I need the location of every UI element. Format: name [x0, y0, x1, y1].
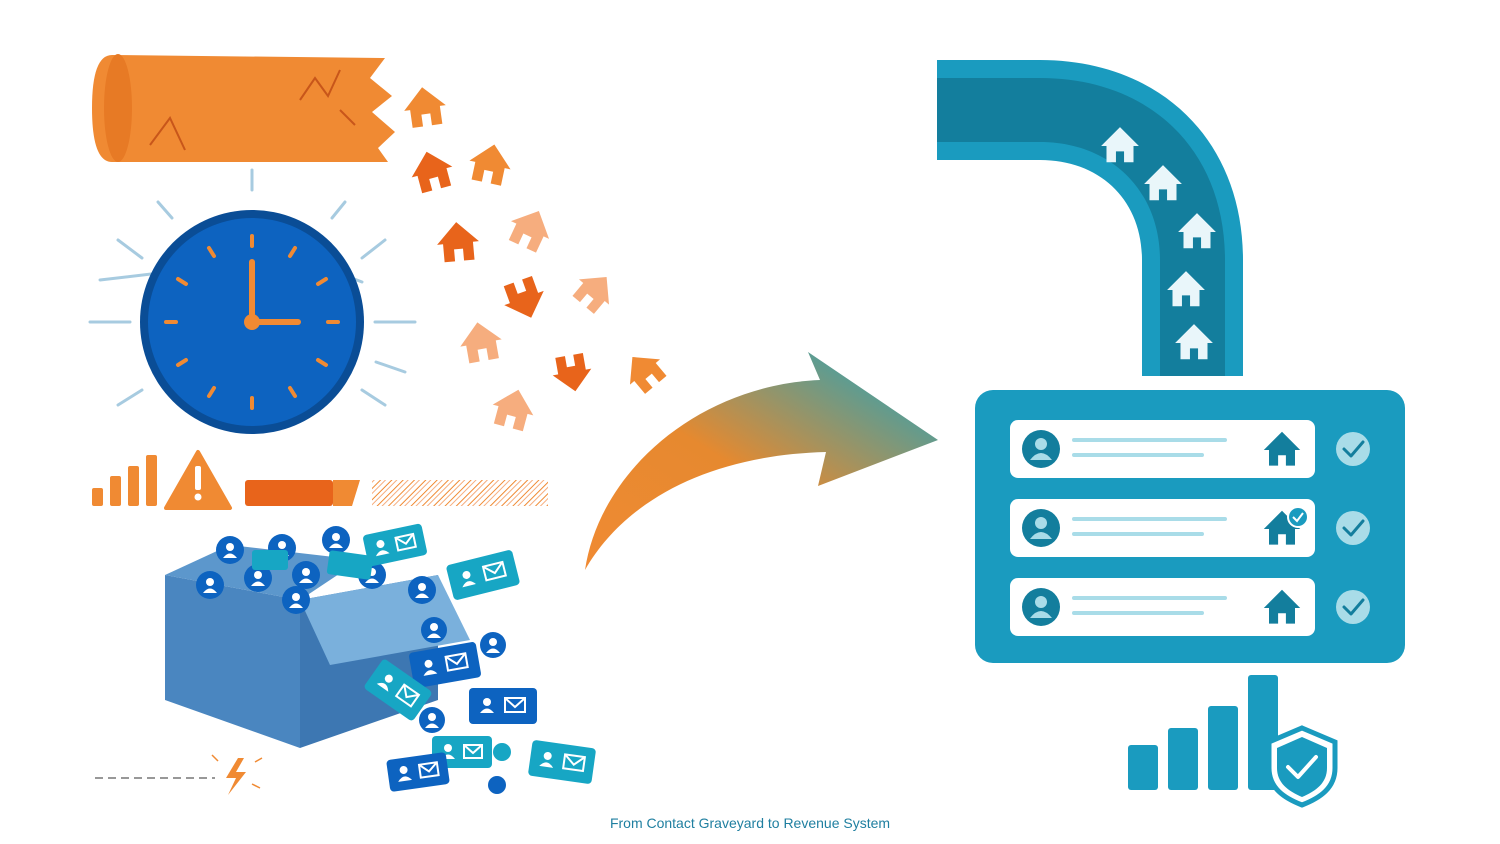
- scattered-house-icon: [401, 84, 671, 433]
- row-text-line: [1072, 438, 1227, 442]
- crm-row: [1010, 420, 1315, 478]
- row-text-line: [1072, 611, 1204, 615]
- contact-avatar-icon: [1022, 430, 1060, 468]
- row-text-line: [1072, 453, 1204, 457]
- growth-bars-icon: [1128, 675, 1278, 790]
- broken-progress-bar: [245, 480, 548, 506]
- contact-avatar-icon: [1022, 509, 1060, 547]
- checkmark-icon: [1336, 590, 1370, 624]
- signal-bars-icon: [92, 455, 157, 506]
- crm-row: [1010, 578, 1315, 636]
- crm-row: [1010, 499, 1315, 557]
- row-text-line: [1072, 532, 1204, 536]
- spark-icon: [95, 754, 263, 795]
- checkmark-icon: [1336, 432, 1370, 466]
- clock-icon: [88, 168, 417, 434]
- caption: From Contact Graveyard to Revenue System: [609, 815, 891, 831]
- contact-card-icon: [196, 523, 596, 794]
- shield-check-icon: [1266, 725, 1338, 808]
- row-text-line: [1072, 517, 1227, 521]
- row-text-line: [1072, 596, 1227, 600]
- transition-arrow: [585, 352, 938, 570]
- contact-avatar-icon: [1022, 588, 1060, 626]
- warning-icon: [164, 450, 232, 510]
- checkmark-icon: [1336, 511, 1370, 545]
- broken-pipe-icon: [92, 54, 395, 162]
- pipeline-icon: [937, 60, 1243, 376]
- verified-badge-icon: [1287, 506, 1309, 528]
